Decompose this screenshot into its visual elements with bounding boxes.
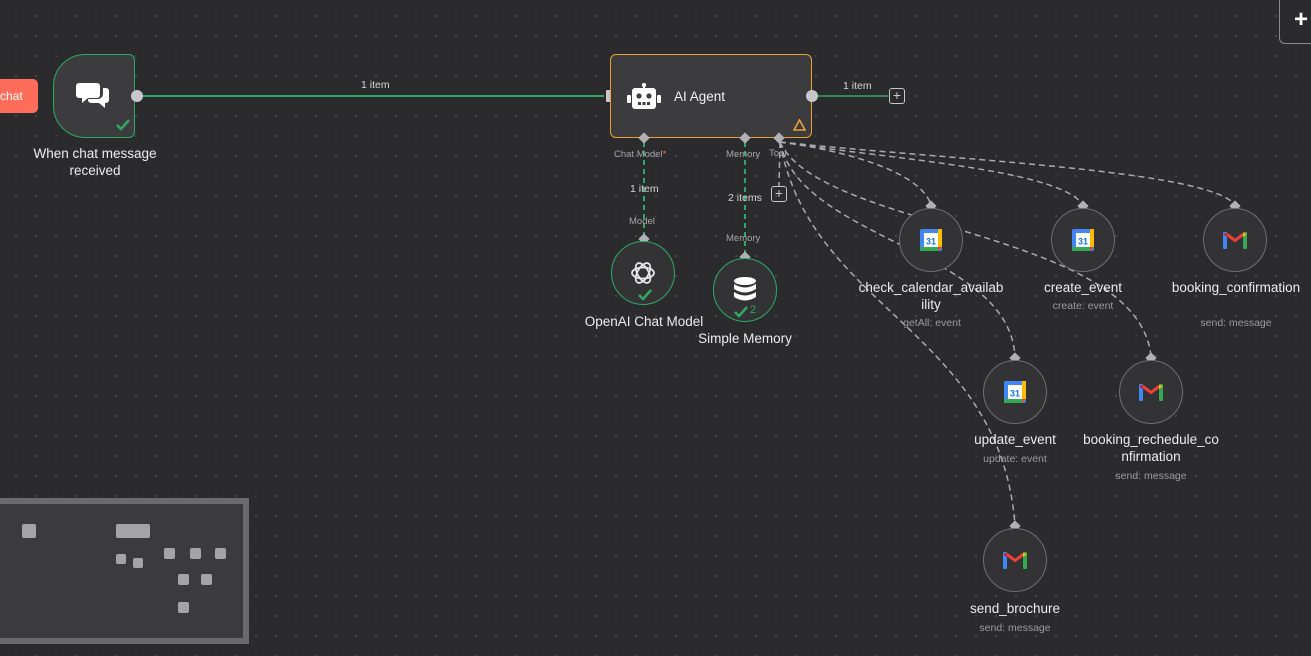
tool-port-label: Tool	[769, 148, 787, 159]
success-check-icon	[638, 289, 652, 301]
minimap-node	[22, 524, 36, 538]
minimap-node	[164, 548, 175, 559]
update-event-sub: update: event	[983, 453, 1047, 465]
tool-connection-booking-confirmation	[779, 141, 1236, 206]
update-event-node[interactable]: 31	[983, 360, 1047, 424]
simple-memory-node[interactable]: 2	[713, 258, 777, 322]
create-event-node[interactable]: 31	[1051, 208, 1115, 272]
chat-bubbles-icon	[76, 83, 109, 108]
memory-input-label: Memory	[726, 233, 761, 244]
minimap-node	[116, 524, 150, 538]
open-chat-button[interactable]: chat	[0, 79, 38, 113]
minimap-node	[133, 558, 143, 568]
required-mark: *	[662, 149, 667, 160]
minimap-node	[201, 574, 212, 585]
tool-connection-check-calendar	[779, 141, 932, 206]
gmail-icon	[1223, 231, 1247, 249]
warning-triangle-icon[interactable]	[793, 119, 806, 131]
check-calendar-node[interactable]: 31	[899, 208, 963, 272]
create-event-label: create_event	[1043, 280, 1123, 295]
chat-model-port-text: Chat Model	[614, 149, 663, 160]
booking-reschedule-label: booking_rechedule_confirmation	[1083, 432, 1219, 464]
chat-trigger-label: When chat message received	[33, 146, 157, 178]
google-calendar-icon: 31	[1072, 229, 1094, 251]
add-node-button[interactable]: +	[1279, 0, 1311, 44]
memory-run-count: 2	[750, 304, 757, 316]
tool-connection-create-event	[779, 141, 1084, 206]
memory-port-label: Memory	[726, 149, 761, 160]
google-calendar-icon: 31	[920, 229, 942, 251]
minimap-node	[116, 554, 126, 564]
success-check-icon	[116, 119, 130, 131]
ai-agent-label: AI Agent	[674, 89, 726, 104]
check-calendar-label: check_calendar_availability	[858, 280, 1004, 312]
booking-confirmation-label: booking_confirmation	[1171, 280, 1301, 295]
openai-chat-model-label: OpenAI Chat Model	[584, 314, 704, 329]
model-input-label: Model	[629, 216, 655, 227]
google-calendar-icon: 31	[1004, 381, 1026, 403]
agent-output-count: 1 item	[843, 80, 872, 92]
minimap-node	[178, 574, 189, 585]
agent-output-port[interactable]	[806, 90, 818, 102]
update-event-label: update_event	[974, 432, 1056, 447]
tool-connection-send-brochure	[779, 141, 1016, 526]
booking-reschedule-sub: send: message	[1115, 470, 1187, 482]
svg-text:31: 31	[1078, 237, 1088, 247]
svg-text:31: 31	[926, 237, 936, 247]
minimap-node	[178, 602, 189, 613]
trigger-connection-count: 1 item	[361, 79, 390, 91]
simple-memory-label: Simple Memory	[698, 331, 792, 346]
agent-output-add-button[interactable]: +	[889, 88, 905, 104]
gmail-icon	[1003, 551, 1027, 569]
memory-connection-count: 2 items	[728, 192, 762, 204]
booking-reschedule-node[interactable]	[1119, 360, 1183, 424]
minimap-node	[215, 548, 226, 559]
robot-icon	[627, 83, 661, 109]
openai-icon	[631, 262, 655, 284]
chat-trigger-node[interactable]	[53, 54, 135, 138]
send-brochure-node[interactable]	[983, 528, 1047, 592]
trigger-output-port[interactable]	[131, 90, 143, 102]
minimap-node	[190, 548, 201, 559]
agent-input-port[interactable]	[606, 90, 612, 102]
openai-chat-model-node[interactable]	[611, 241, 675, 305]
gmail-icon	[1139, 383, 1163, 401]
chat-model-port-label: Chat Model*	[614, 149, 666, 160]
tool-add-button[interactable]: +	[771, 186, 787, 202]
database-icon	[734, 277, 756, 301]
check-calendar-sub: getAll: event	[903, 317, 961, 329]
ai-agent-node[interactable]: AI Agent	[610, 54, 812, 138]
success-check-icon	[734, 306, 748, 318]
minimap[interactable]	[0, 498, 249, 644]
booking-confirmation-sub: send: message	[1200, 317, 1272, 329]
booking-confirmation-node[interactable]	[1203, 208, 1267, 272]
svg-text:31: 31	[1010, 389, 1020, 399]
send-brochure-sub: send: message	[979, 622, 1051, 634]
send-brochure-label: send_brochure	[969, 601, 1061, 616]
create-event-sub: create: event	[1052, 300, 1114, 312]
model-connection-count: 1 item	[630, 183, 659, 195]
